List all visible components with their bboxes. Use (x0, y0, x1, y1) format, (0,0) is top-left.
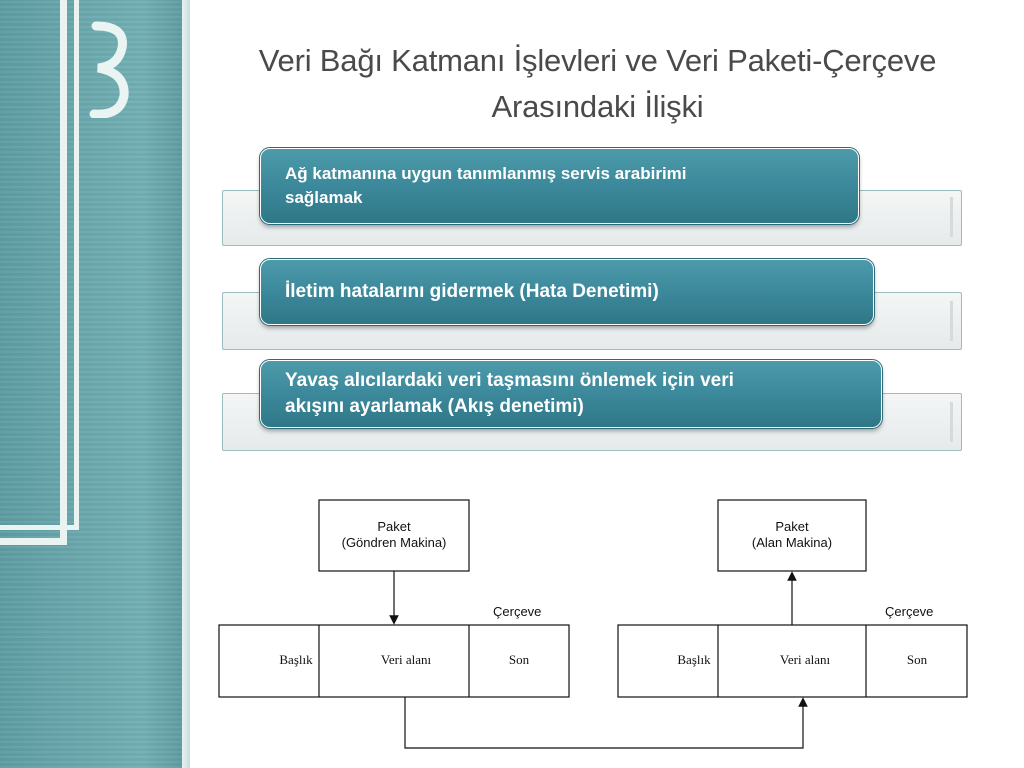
receiver-trailer-field: Son (907, 652, 928, 667)
panel-edge (182, 0, 190, 768)
sender-packet-sublabel: (Göndren Makina) (342, 535, 447, 550)
function-text: İletim hatalarını gidermek (Hata Denetim… (285, 281, 659, 302)
panel-stripe (0, 538, 67, 545)
slide-title-line2: Arasındaki İlişki (491, 89, 704, 124)
panel-stripe (0, 525, 79, 530)
panel-stripe (60, 0, 67, 545)
band-mark (950, 301, 953, 341)
sender-diagram: Paket (Göndren Makina) Çerçeve Başlık Ve… (218, 499, 570, 698)
function-label-2: İletim hatalarını gidermek (Hata Denetim… (259, 258, 875, 326)
receiver-frame-label: Çerçeve (885, 604, 933, 619)
sender-packet-box (318, 499, 470, 572)
slide-title-line1: Veri Bağı Katmanı İşlevleri ve Veri Pake… (258, 43, 937, 78)
function-text: sağlamak (285, 188, 363, 207)
sender-frame-box (218, 624, 570, 698)
panel-texture (0, 0, 190, 768)
receiver-diagram: Paket (Alan Makina) Çerçeve Başlık Veri … (617, 499, 968, 698)
decorative-swirl-icon (89, 21, 129, 118)
band-mark (950, 197, 953, 237)
transmission-connector (404, 697, 808, 749)
sender-trailer-field: Son (509, 652, 530, 667)
receiver-frame-box (617, 624, 968, 698)
receiver-header-field: Başlık (677, 652, 711, 667)
receiver-packet-label: Paket (775, 519, 809, 534)
receiver-packet-sublabel: (Alan Makina) (752, 535, 832, 550)
function-label-1: Ağ katmanına uygun tanımlanmış servis ar… (259, 147, 860, 225)
function-text: Ağ katmanına uygun tanımlanmış servis ar… (285, 164, 687, 183)
function-text: akışını ayarlamak (Akış denetimi) (285, 396, 584, 417)
sender-packet-label: Paket (377, 519, 411, 534)
function-label-3: Yavaş alıcılardaki veri taşmasını önleme… (259, 359, 883, 429)
sender-frame-label: Çerçeve (493, 604, 541, 619)
receiver-data-field: Veri alanı (780, 652, 831, 667)
slide-title: Veri Bağı Katmanı İşlevleri ve Veri Pake… (200, 38, 995, 130)
band-mark (950, 402, 953, 442)
panel-stripe (74, 0, 79, 530)
sender-header-field: Başlık (279, 652, 313, 667)
function-item-2: İletim hatalarını gidermek (Hata Denetim… (222, 258, 962, 351)
receiver-packet-box (717, 499, 867, 572)
sender-data-field: Veri alanı (381, 652, 432, 667)
function-item-1: Ağ katmanına uygun tanımlanmış servis ar… (222, 147, 962, 248)
side-decoration-panel (0, 0, 190, 768)
function-text: Yavaş alıcılardaki veri taşmasını önleme… (285, 370, 734, 391)
function-item-3: Yavaş alıcılardaki veri taşmasını önleme… (222, 359, 962, 452)
